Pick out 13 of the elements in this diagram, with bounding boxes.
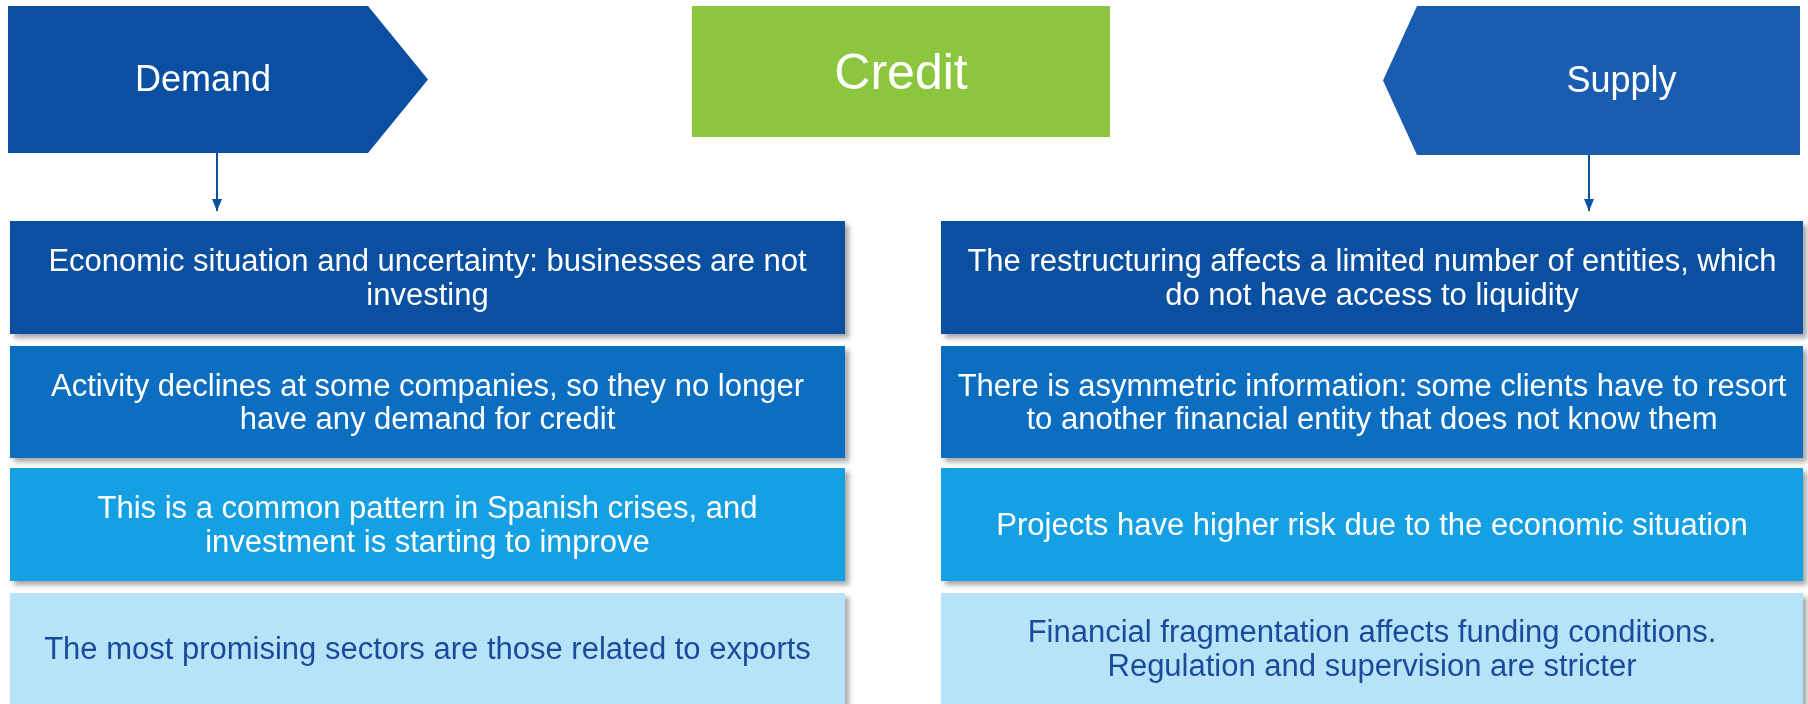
text-box: There is asymmetric information: some clients have to resort to another financial entity that does not know them	[941, 346, 1803, 458]
text-box: Economic situation and uncertainty: businesses are not investing	[10, 221, 845, 334]
text-box: The most promising sectors are those related to exports	[10, 593, 845, 704]
text-box: Financial fragmentation affects funding conditions. Regulation and supervision are stricter	[941, 593, 1803, 704]
arrow	[1584, 154, 1594, 212]
pentagon-arrow: Supply	[1383, 6, 1800, 155]
text-box: The restructuring affects a limited number of entities, which do not have access to liquidity	[941, 221, 1803, 334]
text-box: Activity declines at some companies, so they no longer have any demand for credit	[10, 346, 845, 458]
title-box: Credit	[692, 6, 1110, 137]
text-box: This is a common pattern in Spanish crises, and investment is starting to improve	[10, 468, 845, 581]
arrow	[212, 152, 222, 212]
pentagon-arrow: Demand	[8, 6, 428, 153]
text-box: Projects have higher risk due to the economic situation	[941, 468, 1803, 581]
